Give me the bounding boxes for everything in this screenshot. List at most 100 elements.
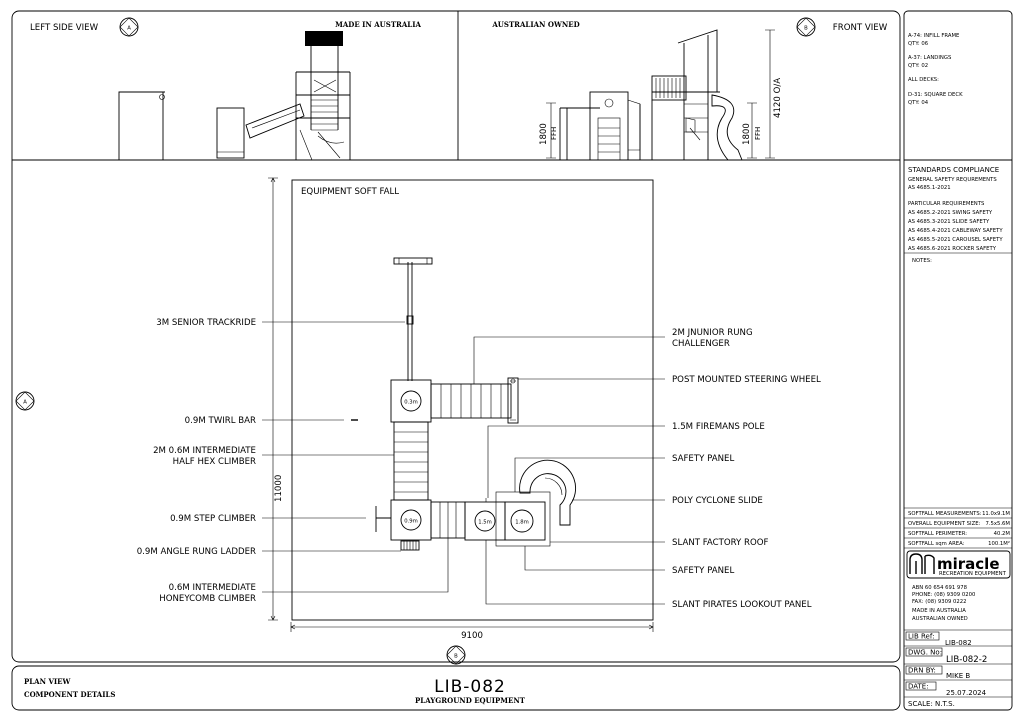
standard-carousel: AS 4685.5-2021 CAROUSEL SAFETY — [908, 237, 1003, 243]
left-side-view-title: LEFT SIDE VIEW — [30, 23, 99, 33]
left-side-view: LEFT SIDE VIEW A MADE IN AUSTRALIA — [30, 17, 421, 161]
standards-general-std: AS 4685.1-2021 — [908, 185, 951, 191]
component-landings-qty: QTY: 02 — [908, 63, 928, 69]
step-climber — [375, 506, 391, 532]
callout-angle-rung: 0.9M ANGLE RUNG LADDER — [137, 547, 256, 557]
callout-twirl-bar: 0.9M TWIRL BAR — [185, 416, 256, 426]
lib-ref-label: LIB Ref: — [908, 633, 934, 641]
softfall-measurements-value: 11.0x9.1M — [982, 511, 1010, 517]
front-ffh-2: 1800 — [742, 123, 752, 145]
dim-width-label: 9100 — [461, 631, 483, 641]
australian-owned-label: AUSTRALIAN OWNED — [491, 20, 579, 29]
dim-height: 11000 — [268, 177, 284, 621]
notes-label: NOTES: — [912, 258, 932, 264]
component-infill-qty: QTY: 06 — [908, 41, 929, 47]
equipment-size-value: 7.5x5.6M — [985, 521, 1010, 527]
company-phone: PHONE: (08) 9309 0200 — [912, 592, 976, 598]
honeycomb-climber — [430, 501, 466, 539]
front-overall-height: 4120 O/A — [773, 78, 783, 118]
company-made: MADE IN AUSTRALIA — [912, 608, 966, 614]
dwg-no-value: LIB-082-2 — [946, 655, 987, 665]
standards-general: GENERAL SAFETY REQUREMENTS — [908, 177, 997, 183]
callout-half-hex-1: 2M 0.6M INTERMEDIATE — [153, 446, 256, 456]
softfall-area-value: 100.1M² — [988, 540, 1010, 547]
softfall-table: SOFTFALL MEASUREMENTS: 11.0x9.1M OVERALL… — [904, 507, 1012, 549]
side-slide — [245, 103, 305, 139]
callout-steering-wheel: POST MOUNTED STEERING WHEEL — [672, 375, 821, 385]
front-ffh-1: 1800 — [539, 123, 549, 145]
marker-b-top: B — [796, 17, 816, 37]
marker-a-plan: A — [15, 391, 35, 411]
company-fax: FAX: (08) 9309 0222 — [912, 599, 966, 605]
angle-rung-ladder — [400, 540, 420, 551]
component-all-decks: ALL DECKS: — [908, 77, 939, 83]
dim-width: 9100 — [290, 622, 654, 641]
front-ffh-sub-1: FFH — [550, 127, 558, 140]
bottom-plan-view: PLAN VIEW — [24, 677, 70, 686]
component-square-deck: D-31: SQUARE DECK — [908, 92, 963, 98]
front-view: AUSTRALIAN OWNED B FRONT VIEW 1800 FFH 1… — [491, 17, 888, 161]
company-abn: ABN 60 654 691 978 — [912, 585, 968, 591]
softfall-perimeter-label: SOFTFALL PERIMETER: — [908, 531, 967, 537]
marker-a-top-letter: A — [127, 26, 131, 32]
callout-honeycomb-2: HONEYCOMB CLIMBER — [159, 594, 256, 604]
callout-step-climber: 0.9M STEP CLIMBER — [170, 514, 256, 524]
component-landings: A-37: LANDINGS — [908, 55, 952, 61]
deck-0-3m: 0.3m — [390, 379, 432, 423]
standard-slide: AS 4685.3-2021 SLIDE SAFETY — [908, 219, 990, 225]
scale-value: SCALE: N.T.S. — [908, 700, 955, 708]
leaders-right — [473, 336, 665, 605]
callout-senior-trackride: 3M SENIOR TRACKRIDE — [156, 318, 256, 328]
deck-1-5m: 1.5m — [464, 498, 506, 541]
callout-rung-challenger-1: 2M JNUNIOR RUNG — [672, 328, 753, 338]
dwg-no-label: DWG. No: — [908, 649, 942, 657]
drn-by-value: MIKE B — [946, 672, 970, 680]
front-ffh-sub-2: FFH — [754, 127, 762, 140]
front-dim-overall — [765, 29, 775, 159]
standards-title: STANDARDS COMPLIANCE — [908, 166, 999, 174]
callout-honeycomb-1: 0.6M INTERMEDIATE — [169, 583, 256, 593]
lib-ref-value: LIB-082 — [945, 639, 972, 647]
main-frame — [11, 10, 901, 663]
standard-cableway: AS 4685.4-2021 CABLEWAY SAFETY — [908, 228, 1003, 234]
callout-firemans-pole: 1.5M FIREMANS POLE — [672, 422, 765, 432]
marker-b-top-letter: B — [804, 26, 808, 32]
component-list: A-74: INFILL FRAME QTY: 06 A-37: LANDING… — [908, 33, 963, 106]
callout-factory-roof: SLANT FACTORY ROOF — [672, 538, 769, 548]
side-panel-frame — [903, 10, 1013, 711]
softfall-perimeter-value: 40.2M — [994, 531, 1011, 537]
front-dim-left — [546, 102, 556, 159]
soft-fall-label: EQUIPMENT SOFT FALL — [301, 187, 399, 197]
plan-view: EQUIPMENT SOFT FALL 11000 9100 A B — [15, 177, 821, 665]
standard-swing: AS 4685.2-2021 SWING SAFETY — [908, 210, 993, 216]
side-small-deck — [216, 107, 245, 159]
softfall-measurements-label: SOFTFALL MEASUREMENTS: — [908, 511, 982, 517]
callout-half-hex-2: HALF HEX CLIMBER — [173, 457, 256, 467]
front-dim-right — [747, 102, 757, 159]
deck-label-1-8m: 1.8m — [515, 520, 529, 526]
trackride — [393, 257, 433, 381]
bottom-drawing-code: LIB-082 — [434, 677, 506, 697]
marker-b-plan: B — [446, 645, 466, 665]
leaders-left — [262, 321, 449, 593]
deck-1-8m: 1.8m — [495, 491, 551, 547]
deck-0-9m: 0.9m — [390, 499, 432, 541]
bottom-component-details: COMPONENT DETAILS — [24, 690, 115, 699]
made-in-australia-label: MADE IN AUSTRALIA — [335, 20, 421, 29]
deck-label-1-5m: 1.5m — [478, 520, 492, 526]
side-tower — [295, 31, 351, 161]
title-block: LIB Ref: LIB-082 DWG. No: LIB-082-2 DRN … — [904, 629, 1012, 708]
marker-b-plan-letter: B — [454, 654, 458, 660]
deck-label-0-9m: 0.9m — [404, 519, 418, 525]
side-swing-frame — [118, 91, 165, 160]
miracle-logo-icon — [909, 553, 935, 574]
half-hex-climber — [393, 421, 429, 501]
poly-cyclone-slide — [519, 459, 577, 526]
date-value: 25.07.2024 — [946, 689, 987, 697]
callout-cyclone-slide: POLY CYCLONE SLIDE — [672, 496, 763, 506]
company-owned: AUSTRALIAN OWNED — [912, 616, 968, 622]
front-view-title: FRONT VIEW — [833, 23, 888, 33]
bottom-title: PLAN VIEW COMPONENT DETAILS LIB-082 PLAY… — [24, 677, 526, 705]
marker-a-plan-letter: A — [23, 400, 27, 406]
